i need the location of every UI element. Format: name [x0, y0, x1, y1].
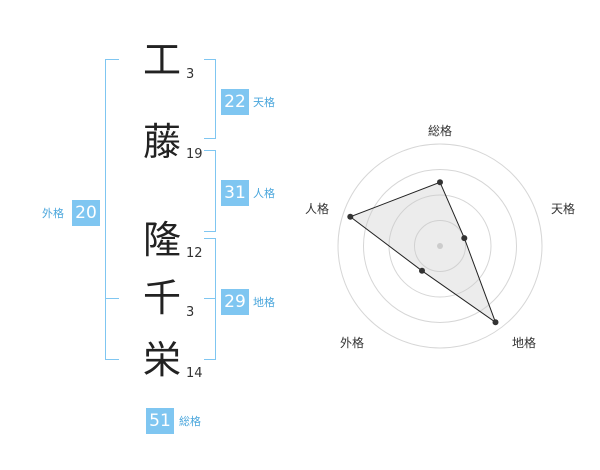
radar-point-0 [437, 179, 443, 186]
radar-ring-4 [337, 143, 543, 349]
radar-point-4 [347, 213, 354, 220]
name-char-5: 栄 [142, 338, 181, 382]
tenkaku-badge: 22 [221, 89, 249, 115]
radar-axis-label-3: 外格 [340, 336, 365, 350]
gaikaku-label: 外格 [42, 207, 64, 220]
stroke-count-3: 12 [186, 246, 203, 261]
tenkaku-label: 天格 [253, 96, 275, 109]
chikaku-badge: 29 [221, 289, 249, 315]
radar-ring-1 [414, 220, 466, 272]
jinkaku-label: 人格 [253, 187, 275, 200]
radar-axis-label-0: 総格 [428, 124, 453, 138]
name-char-2: 藤 [142, 120, 181, 164]
name-char-3: 隆 [142, 218, 181, 262]
radar-center-dot [437, 243, 443, 249]
stroke-count-2: 19 [186, 147, 203, 162]
chikaku-bracket-tick [204, 298, 216, 299]
name-char-1: 工 [142, 38, 181, 82]
tenkaku-bracket [204, 59, 216, 139]
name-char-4: 千 [142, 276, 181, 320]
jinkaku-bracket [204, 150, 216, 232]
radar-ring-3 [363, 169, 517, 323]
stroke-count-1: 3 [186, 67, 195, 82]
radar-axis-label-2: 地格 [512, 336, 537, 350]
stroke-count-4: 3 [186, 305, 195, 320]
gaikaku-bracket [105, 59, 119, 360]
chikaku-label: 地格 [253, 296, 275, 309]
radar-point-1 [461, 235, 468, 242]
stroke-count-5: 14 [186, 366, 203, 381]
radar-point-2 [492, 319, 499, 326]
soukaku-badge: 51 [146, 408, 174, 434]
gaikaku-badge: 20 [72, 200, 100, 226]
soukaku-label: 総格 [179, 415, 201, 428]
radar-axis-label-4: 人格 [305, 202, 330, 216]
radar-point-3 [419, 267, 425, 274]
gaikaku-bracket-tick [105, 298, 119, 299]
radar-area [349, 181, 497, 324]
jinkaku-badge: 31 [221, 180, 249, 206]
chikaku-bracket [204, 238, 216, 360]
radar-axis-label-1: 天格 [551, 202, 576, 216]
